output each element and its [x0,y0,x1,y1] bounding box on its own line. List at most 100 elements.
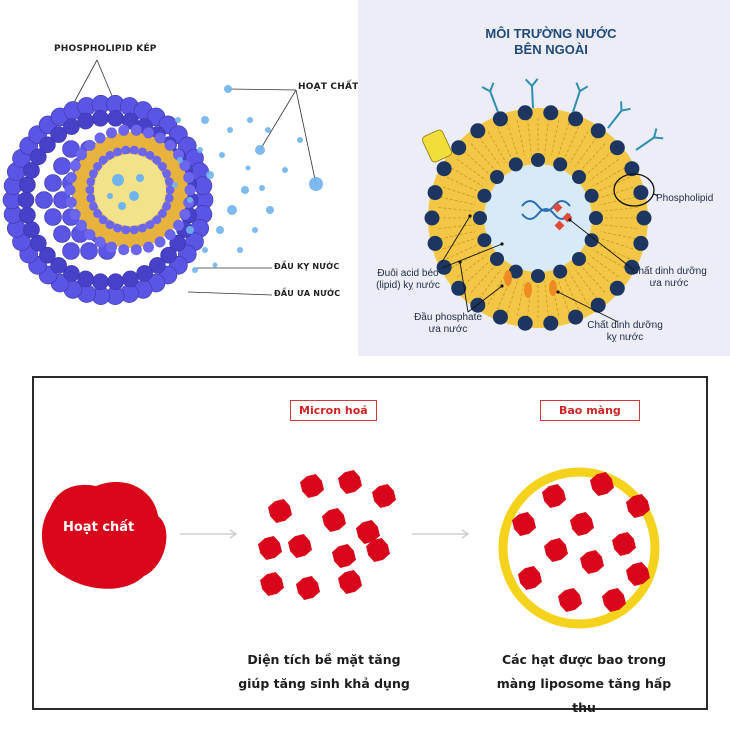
label-active-ingredient-blob: Hoạt chất [63,520,134,535]
released-drug-particle [282,167,288,173]
surface-ligand-stem [532,86,533,108]
label-active-ingredient: HOẠT CHẤT [298,82,358,92]
released-drug-particle [187,197,193,203]
micronized-particle [612,532,636,556]
outer-phosphate-head [428,185,443,200]
cut-face-outer-head [95,133,106,144]
label-fatty-acid-tail-line1: Đuôi acid béo [366,268,450,280]
inner-phosphate-head [531,153,545,167]
surface-ligand-stem [636,138,654,151]
micronized-particle [512,512,536,536]
micronized-particle [300,474,324,498]
liposome-cross-section-panel: MÔI TRƯỜNG NƯỚC BÊN NGOÀI Phospholipid Đ… [358,0,730,356]
inner-phosphate-head [553,265,567,279]
caption-micronization: Diện tích bề mặt tăng giúp tăng sinh khả… [234,648,414,696]
cut-face-inner-head [138,224,147,233]
micronized-particle [332,544,356,568]
released-drug-particle [186,226,194,234]
diagram-title-line2: BÊN NGOÀI [476,42,626,58]
micronized-particle [372,484,396,508]
label-phosphate-head-line2: ưa nước [408,324,488,336]
leader-line-hydrophilic [188,292,272,295]
outer-phosphate-head [493,310,508,325]
inner-phosphate-head [553,157,567,171]
surface-ligand-arm [532,79,538,86]
released-drug-particle [172,182,178,188]
active-ingredient-blob [42,482,166,589]
surface-head-sphere [36,192,53,209]
label-phospholipid-bilayer: PHOSPHOLIPID KÉP [54,44,157,54]
cut-face-outer-head [70,160,81,171]
outer-phosphate-head [518,105,533,120]
cut-face-outer-head [185,185,196,196]
leader-dot [556,290,559,293]
cut-face-inner-head [86,194,95,203]
cut-face-outer-head [76,220,87,231]
released-drug-particle [177,157,183,163]
surface-ligand-arm [580,86,588,91]
surface-head-sphere [54,158,71,175]
micronized-particle [580,550,604,574]
released-drug-particle [227,127,233,133]
surface-ligand-arm [526,79,532,86]
released-drug-particle [227,205,237,215]
diagram-title-line1: MÔI TRƯỜNG NƯỚC [476,26,626,42]
cut-face-outer-head [155,237,166,248]
surface-ligand-arm [622,109,631,111]
released-drug-particle [206,171,214,179]
encapsulated-drug-particle [107,193,113,199]
leader-dot [568,218,571,221]
leader-line-active-2 [260,90,296,150]
leader-dot [500,242,503,245]
surface-ligand-stem [608,111,622,128]
encapsulated-drug-particle [129,191,139,201]
leader-line-active-1 [228,89,296,90]
micronized-particle [558,588,582,612]
outer-head-sphere [92,110,108,126]
surface-ligand-arm [576,83,580,92]
cut-face-outer-head [131,244,142,255]
inner-phosphate-head [509,157,523,171]
outer-phosphate-head [470,123,485,138]
released-drug-particle [202,247,208,253]
released-drug-particle [266,206,274,214]
caption-coating-line2: màng liposome tăng hấp thu [484,672,684,720]
micronized-particle [542,484,566,508]
surface-head-sphere [63,243,80,260]
label-hydrophilic-head: ĐẦU ƯA NƯỚC [274,289,340,298]
tag-coating: Bao màng [540,400,640,421]
outer-phosphate-head [610,140,625,155]
released-drug-particle [246,166,251,171]
inner-phosphate-head [490,170,504,184]
outer-head-sphere [18,192,34,208]
caption-coating-line1: Các hạt được bao trong [484,648,684,672]
diagram-title: MÔI TRƯỜNG NƯỚC BÊN NGOÀI [476,26,626,58]
cut-face-outer-head [118,125,129,136]
outer-phosphate-head [633,236,648,251]
cut-face-outer-head [183,172,194,183]
outer-head-sphere [108,110,124,126]
cut-face-outer-head [131,125,142,136]
inner-phosphate-head [473,211,487,225]
inner-phosphate-head [490,252,504,266]
encapsulated-drug-particle [136,174,144,182]
outer-head-sphere [78,113,94,129]
cut-face-outer-head [70,209,81,220]
micronized-particle [338,470,362,494]
micronized-particle [570,512,594,536]
cut-face-outer-head [118,244,129,255]
micronized-particle [544,538,568,562]
caption-micronization-line2: giúp tăng sinh khả dụng [234,672,414,696]
cut-face-outer-head [84,229,95,240]
outer-phosphate-head [437,161,452,176]
outer-phosphate-head [425,211,440,226]
label-hydrophilic-nutrient-line2: ưa nước [624,278,714,290]
micronized-particle [518,566,542,590]
released-drug-particle [241,186,249,194]
label-hydrophobic-nutrient: Chất dinh dưỡng kỵ nước [580,320,670,344]
leader-dot [458,260,461,263]
released-drug-particle [201,116,209,124]
micronized-particle [268,499,292,523]
outer-phosphate-head [543,105,558,120]
outer-head-sphere [108,274,124,290]
